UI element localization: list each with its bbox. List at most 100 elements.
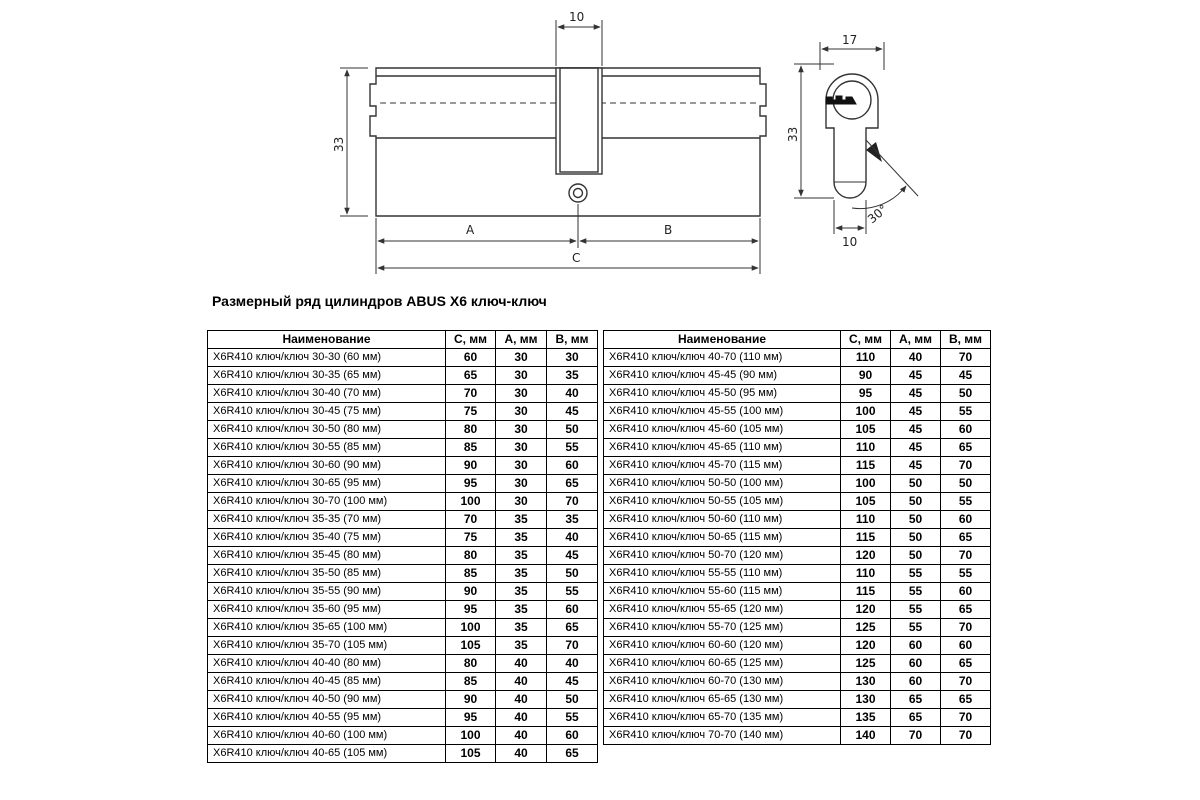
cell-b: 45 <box>546 402 598 421</box>
cell-a: 35 <box>495 564 547 583</box>
cell-name: X6R410 ключ/ключ 30-60 (90 мм) <box>207 456 446 475</box>
cell-b: 60 <box>546 600 598 619</box>
cell-name: X6R410 ключ/ключ 45-45 (90 мм) <box>603 366 841 385</box>
cell-name: X6R410 ключ/ключ 30-50 (80 мм) <box>207 420 446 439</box>
cell-c: 95 <box>445 600 496 619</box>
cell-name: X6R410 ключ/ключ 40-50 (90 мм) <box>207 690 446 709</box>
cell-b: 55 <box>940 564 991 583</box>
fixing-screw-hole-inner <box>572 187 584 199</box>
header-a: А, мм <box>890 330 941 349</box>
header-c: С, мм <box>445 330 496 349</box>
cell-a: 30 <box>495 366 547 385</box>
cell-a: 55 <box>890 618 941 637</box>
cell-b: 70 <box>940 708 991 727</box>
cell-a: 45 <box>890 420 941 439</box>
cell-c: 100 <box>445 726 496 745</box>
cell-a: 30 <box>495 420 547 439</box>
cell-a: 40 <box>495 708 547 727</box>
cell-c: 130 <box>840 672 891 691</box>
technical-drawing: 10 33 A B C 17 33 10 30° <box>332 10 919 274</box>
cell-a: 30 <box>495 474 547 493</box>
cell-c: 85 <box>445 564 496 583</box>
cell-c: 95 <box>840 384 891 403</box>
cell-name: X6R410 ключ/ключ 35-45 (80 мм) <box>207 546 446 565</box>
cell-name: X6R410 ключ/ключ 40-65 (105 мм) <box>207 744 446 763</box>
cell-a: 50 <box>890 546 941 565</box>
cell-c: 105 <box>840 492 891 511</box>
cell-name: X6R410 ключ/ключ 30-70 (100 мм) <box>207 492 446 511</box>
cell-b: 65 <box>546 474 598 493</box>
cell-c: 110 <box>840 564 891 583</box>
cell-b: 65 <box>940 438 991 457</box>
header-name: Наименование <box>207 330 446 349</box>
cell-name: X6R410 ключ/ключ 40-55 (95 мм) <box>207 708 446 727</box>
cell-b: 30 <box>546 348 598 367</box>
cell-b: 45 <box>940 366 991 385</box>
cell-c: 70 <box>445 510 496 529</box>
cell-name: X6R410 ключ/ключ 35-40 (75 мм) <box>207 528 446 547</box>
size-table-right: Наименование С, мм А, мм В, мм X6R410 кл… <box>603 330 991 745</box>
hatch-mark <box>866 142 882 162</box>
cell-c: 125 <box>840 654 891 673</box>
header-b: В, мм <box>546 330 598 349</box>
cell-b: 70 <box>940 456 991 475</box>
cell-c: 90 <box>445 582 496 601</box>
cell-c: 70 <box>445 384 496 403</box>
dimension-top-10 <box>555 20 603 66</box>
cell-b: 50 <box>940 384 991 403</box>
cell-a: 55 <box>890 582 941 601</box>
cell-c: 130 <box>840 690 891 709</box>
cell-name: X6R410 ключ/ключ 50-70 (120 мм) <box>603 546 841 565</box>
cell-c: 125 <box>840 618 891 637</box>
cell-c: 120 <box>840 636 891 655</box>
cell-b: 60 <box>940 636 991 655</box>
dimension-left-label: 33 <box>332 137 346 152</box>
cell-b: 65 <box>940 690 991 709</box>
cell-c: 115 <box>840 582 891 601</box>
cell-a: 45 <box>890 384 941 403</box>
cell-a: 35 <box>495 600 547 619</box>
cell-name: X6R410 ключ/ключ 35-35 (70 мм) <box>207 510 446 529</box>
cell-b: 40 <box>546 384 598 403</box>
cell-b: 60 <box>940 510 991 529</box>
cell-a: 30 <box>495 438 547 457</box>
dimension-side-bottom-label: 10 <box>842 235 857 249</box>
cell-b: 55 <box>546 582 598 601</box>
cell-b: 60 <box>546 726 598 745</box>
cell-a: 50 <box>890 528 941 547</box>
cell-a: 50 <box>890 510 941 529</box>
cell-a: 35 <box>495 618 547 637</box>
cell-c: 85 <box>445 438 496 457</box>
cell-a: 45 <box>890 438 941 457</box>
cell-c: 105 <box>840 420 891 439</box>
dimension-b-label: B <box>664 223 672 237</box>
cell-b: 65 <box>940 654 991 673</box>
cell-name: X6R410 ключ/ключ 35-55 (90 мм) <box>207 582 446 601</box>
cell-name: X6R410 ключ/ключ 30-35 (65 мм) <box>207 366 446 385</box>
cell-c: 120 <box>840 546 891 565</box>
cell-b: 60 <box>940 582 991 601</box>
cell-a: 40 <box>495 744 547 763</box>
cell-c: 115 <box>840 528 891 547</box>
